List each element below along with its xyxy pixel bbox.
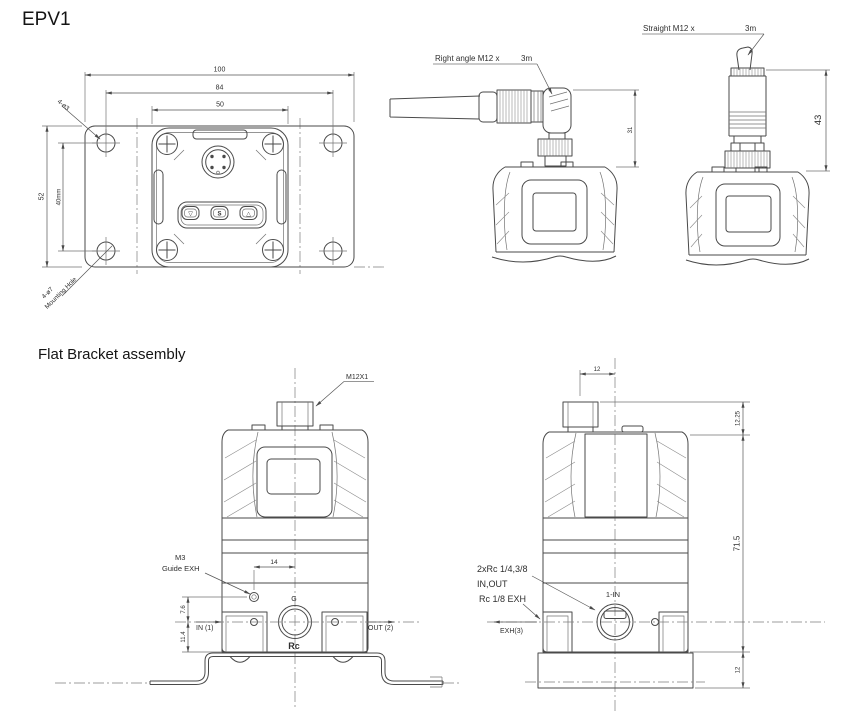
right-angle-view: Right angle M12 x 3m <box>389 54 639 263</box>
top-slot <box>192 129 248 140</box>
connector-block <box>562 401 599 433</box>
m12-connector-icon <box>201 145 235 179</box>
screw-dome-icon <box>229 656 354 663</box>
break-line <box>491 255 617 263</box>
left-dimensions: 7.6 11.4 <box>181 596 247 653</box>
dim-hole-pitch-x: 84 <box>216 85 224 92</box>
label-in-port: IN (1) <box>196 625 214 632</box>
bracket-section-title: Flat Bracket assembly <box>38 346 186 363</box>
label-g: G <box>291 596 296 603</box>
dim-connector-height: 31 <box>628 126 634 133</box>
dim-exh-offset: 14 <box>253 559 296 590</box>
phillips-screw-icon <box>255 133 284 161</box>
label-inout: IN,OUT <box>477 579 508 589</box>
straight-connector <box>724 67 771 173</box>
label-m3: M3 <box>175 553 185 562</box>
in-port-block <box>221 611 268 653</box>
dim-port-height: 11.4 <box>181 631 187 643</box>
dim-top-height: 12.25 <box>736 410 742 426</box>
straight-dimension: 43 <box>766 69 830 172</box>
dim-bracket-height: 12 <box>736 666 742 673</box>
right-angle-label: Right angle M12 x <box>435 54 499 63</box>
dim-outer-width: 100 <box>214 67 226 74</box>
keypad-set-glyph: S <box>217 212 221 218</box>
cable <box>389 91 498 123</box>
page-title: EPV1 <box>22 9 71 30</box>
display-screen <box>521 179 588 245</box>
straight-cable-length: 3m <box>745 24 756 33</box>
label-out-port: OUT (2) <box>368 625 393 632</box>
straight-view: Straight M12 x 3m <box>642 24 830 266</box>
phillips-screw-icon <box>156 233 185 261</box>
label-exh-port: Rc 1/8 EXH <box>479 594 526 604</box>
label-1in: 1-IN <box>606 590 620 599</box>
right-angle-connector <box>496 87 573 167</box>
flat-bracket <box>55 652 460 685</box>
right-angle-cable-length: 3m <box>521 54 532 63</box>
dim-connector-height: 43 <box>813 115 824 126</box>
keypad-set-button: S <box>210 206 229 220</box>
svg-text:12: 12 <box>594 367 601 373</box>
dim-body-height: 71.5 <box>733 535 742 551</box>
label-ports: 2xRc 1/4,3/8 <box>477 564 528 574</box>
keypad-up-button: △ <box>239 206 258 220</box>
right-dimensions: 12.25 71.5 12 <box>600 401 750 689</box>
dim-body-width: 50 <box>216 102 224 109</box>
keypad-up-glyph: △ <box>246 212 251 218</box>
label-m12x1: M12X1 <box>346 374 368 381</box>
cable <box>736 46 753 71</box>
bracket-side <box>430 652 705 689</box>
keypad-down-glyph: ▽ <box>188 212 193 218</box>
label-rc: Rc <box>288 641 300 651</box>
dim-conn-offset: 12 <box>579 367 616 396</box>
display-screen <box>256 446 333 518</box>
phillips-screws <box>156 133 284 261</box>
svg-text:14: 14 <box>270 559 278 566</box>
cable-boot <box>478 91 498 123</box>
label-corner-holes: 4-ø3 <box>56 98 71 112</box>
device-front <box>491 161 618 263</box>
dim-exh-height: 7.6 <box>181 605 187 614</box>
keypad: ▽ S △ <box>177 201 267 229</box>
break-line <box>685 258 810 266</box>
top-view: ▽ S △ 100 84 50 52 <box>39 67 384 311</box>
keypad-down-button: ▽ <box>181 206 200 220</box>
phillips-screw-icon <box>156 133 185 161</box>
label-exh3: EXH(3) <box>500 628 523 635</box>
m3-exh-hole <box>249 592 259 602</box>
right-angle-dimension: 31 <box>573 89 639 168</box>
port-blocks <box>542 603 689 653</box>
side-view: 12 1-IN 2xRc 1/4,3/8 <box>430 358 825 712</box>
out-port-block <box>321 611 368 653</box>
front-view: M12X1 <box>55 368 460 710</box>
device-front <box>685 166 810 266</box>
label-guide-exh: Guide EXH <box>162 564 200 573</box>
phillips-screw-icon <box>255 233 284 261</box>
side-slot-right <box>276 169 287 225</box>
display-screen <box>715 183 781 247</box>
dim-outer-height: 52 <box>39 193 46 201</box>
side-slot-left <box>153 169 164 225</box>
device-body-top <box>151 127 289 268</box>
mounting-plate <box>84 125 355 268</box>
solenoid-block <box>584 433 648 518</box>
straight-label: Straight M12 x <box>643 24 695 33</box>
dim-hole-pitch-y: 40mm <box>57 189 63 206</box>
